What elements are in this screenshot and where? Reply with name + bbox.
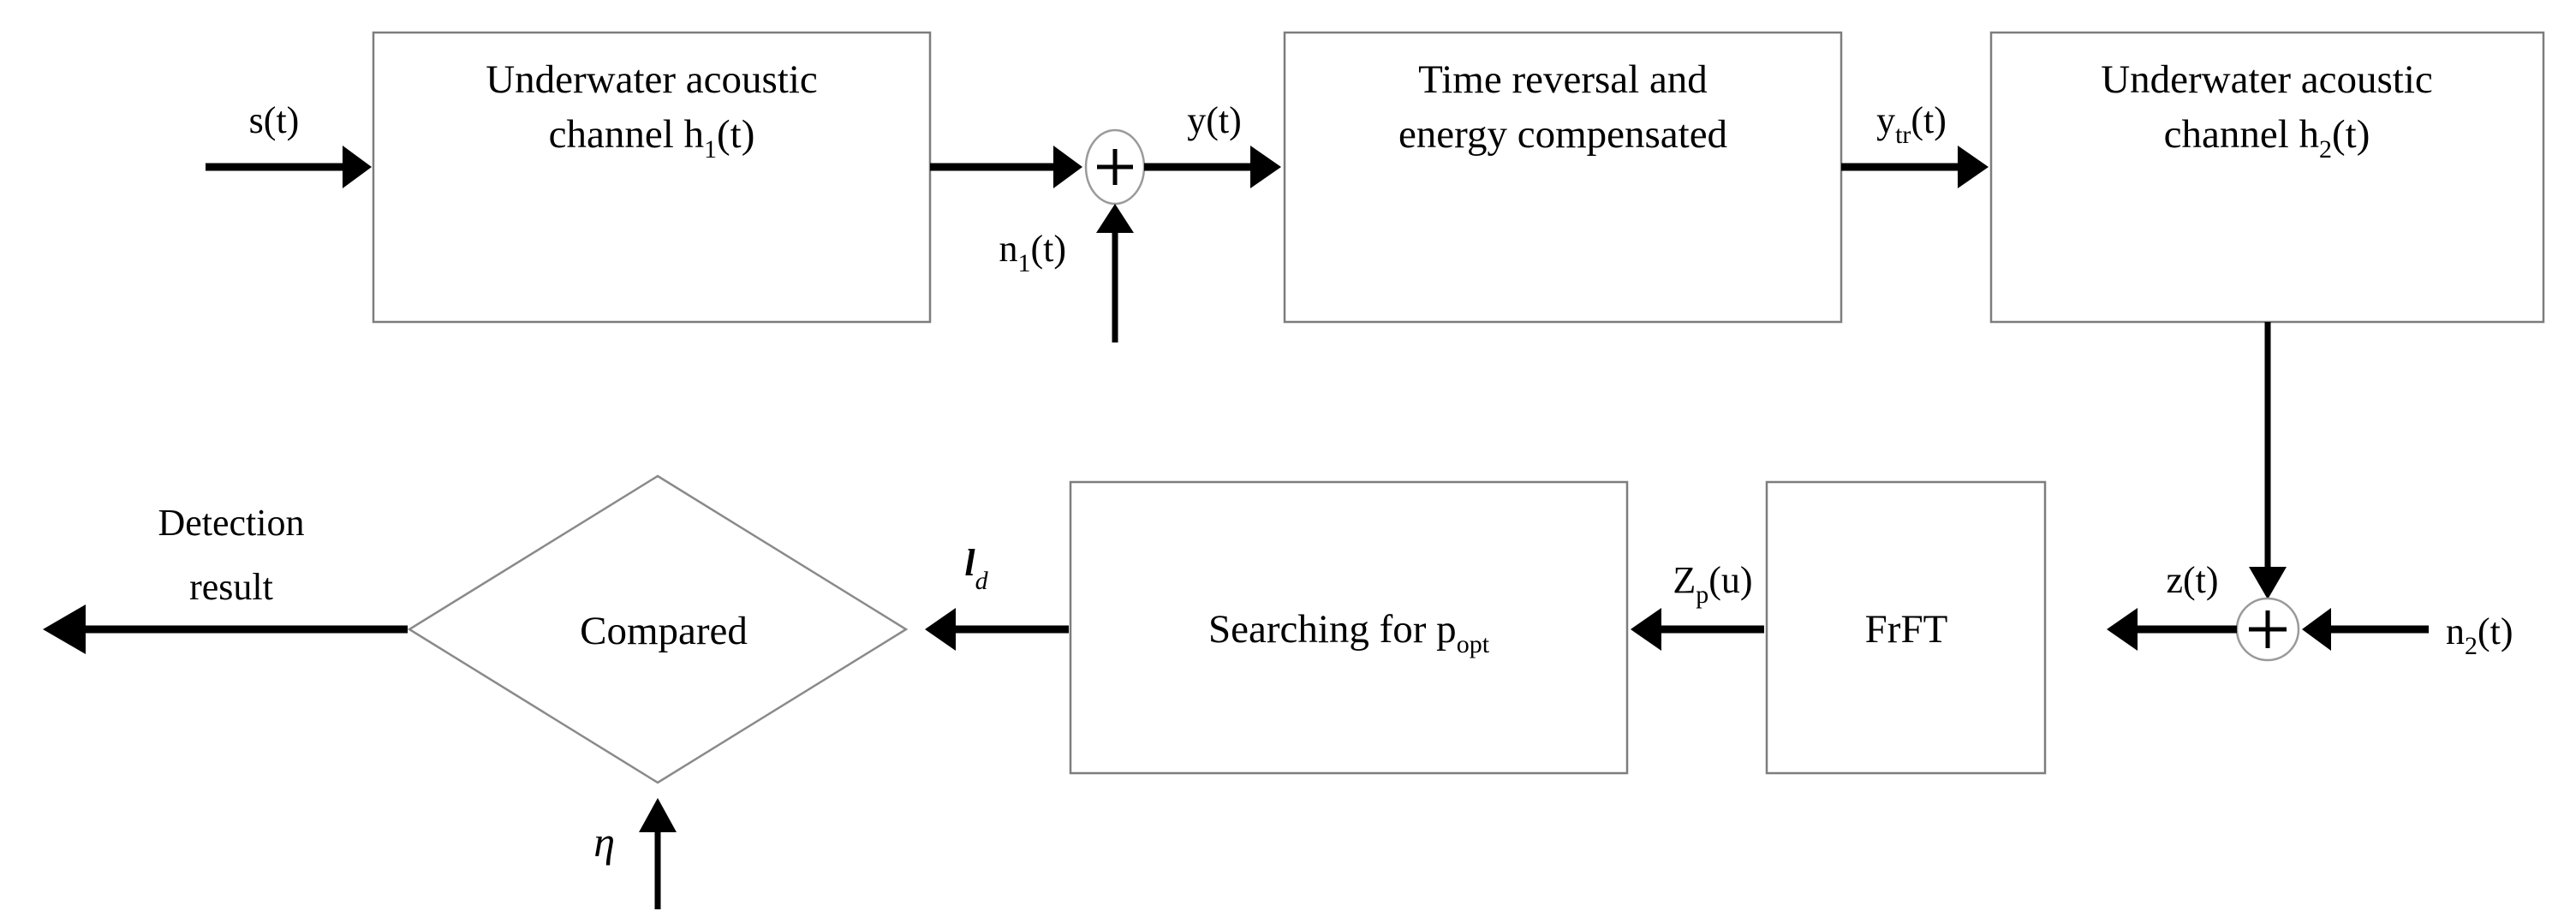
signal-label-ld-main: l bbox=[964, 542, 975, 584]
block-time-reversal-line1: Time reversal and bbox=[1418, 57, 1708, 102]
block-time-reversal[interactable] bbox=[1283, 31, 1843, 324]
signal-label-ld: ld bbox=[964, 542, 988, 595]
arrowhead-threshold-eta bbox=[639, 798, 677, 832]
arrowhead-detection-result bbox=[43, 604, 86, 654]
signal-label-y: y(t) bbox=[1187, 99, 1242, 141]
arrowhead-to-channel2 bbox=[1958, 146, 1989, 188]
signal-label-n2-sub: 2 bbox=[2465, 632, 2478, 660]
decision-compared[interactable] bbox=[407, 474, 909, 784]
output-label-line1: Detection bbox=[158, 502, 304, 544]
block-frft[interactable] bbox=[1765, 480, 2047, 775]
signal-label-zp-pre: Z bbox=[1673, 559, 1696, 601]
block-channel1-line2-sub: 1 bbox=[704, 135, 717, 164]
block-searching-pre: Searching for p bbox=[1208, 607, 1457, 652]
signal-label-s: s(t) bbox=[249, 99, 300, 141]
signal-label-eta: η bbox=[593, 818, 615, 866]
signal-label-zp: Zp(u) bbox=[1673, 559, 1752, 609]
signal-label-ytr: ytr(t) bbox=[1876, 99, 1947, 149]
output-label-line2: result bbox=[189, 566, 273, 608]
block-channel2-line2: channel h2(t) bbox=[2164, 112, 2370, 164]
signal-label-n1: n1(t) bbox=[999, 228, 1066, 277]
block-channel2-line2-post: (t) bbox=[2332, 112, 2370, 157]
block-time-reversal-line2: energy compensated bbox=[1398, 112, 1727, 157]
signal-label-z: z(t) bbox=[2166, 559, 2218, 601]
signal-label-zp-sub: p bbox=[1696, 581, 1708, 609]
signal-label-n2-pre: n bbox=[2446, 610, 2465, 652]
arrowhead-to-sum2 bbox=[2249, 567, 2287, 599]
signal-label-ld-sub: d bbox=[975, 567, 989, 595]
block-searching-label: Searching for popt bbox=[1208, 607, 1490, 658]
block-channel2-line2-pre: channel h bbox=[2164, 112, 2319, 157]
signal-label-ytr-pre: y bbox=[1876, 99, 1895, 141]
signal-label-zp-post: (u) bbox=[1708, 559, 1752, 601]
block-channel2-line2-sub: 2 bbox=[2319, 135, 2332, 164]
arrowhead-to-timereversal bbox=[1250, 146, 1281, 188]
signal-label-ytr-sub: tr bbox=[1895, 121, 1911, 149]
block-channel1-line2-post: (t) bbox=[717, 112, 754, 157]
block-channel1-line2: channel h1(t) bbox=[549, 112, 755, 164]
block-frft-label: FrFT bbox=[1865, 607, 1948, 652]
signal-label-n2-post: (t) bbox=[2478, 610, 2513, 652]
block-channel1-line1: Underwater acoustic bbox=[486, 57, 818, 102]
block-searching-sub: opt bbox=[1457, 630, 1490, 658]
arrowhead-to-searching bbox=[1631, 608, 1661, 651]
signal-label-n2: n2(t) bbox=[2446, 610, 2513, 660]
arrowhead-noise2 bbox=[2302, 608, 2331, 651]
decision-compared-label: Compared bbox=[580, 609, 748, 653]
block-searching[interactable] bbox=[1069, 480, 1629, 775]
arrowhead-to-compared bbox=[925, 608, 956, 651]
arrowhead-to-sum1 bbox=[1053, 146, 1082, 188]
block-channel1-line2-pre: channel h bbox=[549, 112, 704, 157]
arrowhead-input-s bbox=[343, 146, 372, 188]
block-channel2-line1: Underwater acoustic bbox=[2101, 57, 2433, 102]
arrowhead-to-frft bbox=[2107, 608, 2138, 651]
signal-label-n1-sub: 1 bbox=[1017, 249, 1030, 277]
signal-label-n1-post: (t) bbox=[1030, 228, 1066, 270]
signal-label-ytr-post: (t) bbox=[1911, 99, 1947, 141]
signal-label-n1-pre: n bbox=[999, 228, 1017, 270]
block-channel1[interactable] bbox=[372, 31, 932, 324]
arrowhead-noise1 bbox=[1096, 204, 1134, 233]
